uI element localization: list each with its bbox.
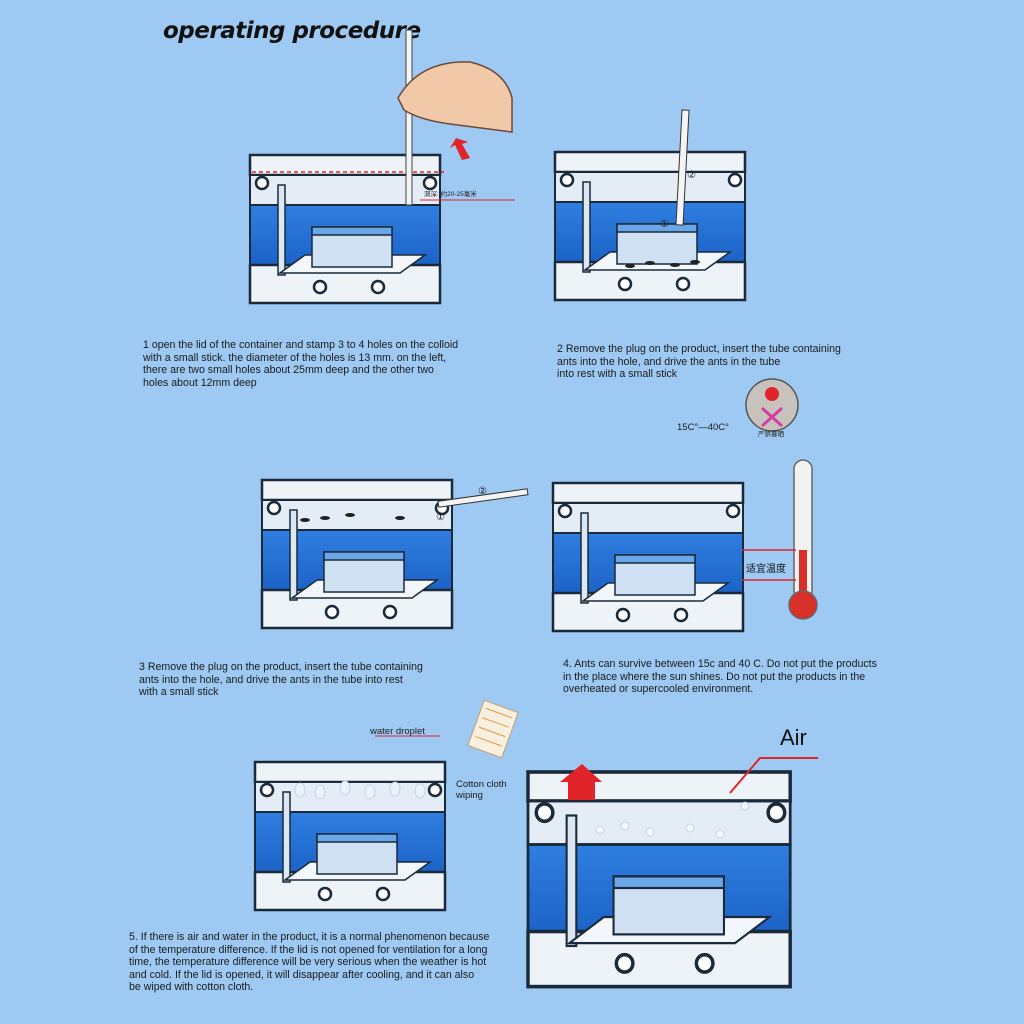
thermometer-icon bbox=[788, 459, 818, 620]
step4-tank bbox=[551, 481, 745, 633]
step3-tank bbox=[260, 478, 454, 630]
depth-note-label: 洞深: 约20-25毫米 bbox=[424, 191, 477, 198]
up-arrow-icon bbox=[450, 138, 470, 160]
step-1-text: 1 open the lid of the container and stam… bbox=[143, 339, 459, 389]
air-bubbles bbox=[595, 801, 750, 839]
marker-2-step2: ② bbox=[687, 170, 696, 181]
page-title: operating procedure bbox=[163, 18, 421, 44]
ants-3 bbox=[300, 513, 405, 522]
temp-range-label: 15C°—40C° bbox=[677, 422, 729, 433]
water-droplet-label: water droplet bbox=[370, 726, 425, 737]
step2-tank bbox=[553, 150, 747, 302]
ant-tube bbox=[675, 109, 690, 226]
droplets bbox=[294, 780, 426, 800]
ants bbox=[625, 260, 700, 268]
step5a-tank bbox=[253, 760, 447, 912]
step-4-text: 4. Ants can survive between 15c and 40 C… bbox=[563, 658, 877, 695]
step-2-text: 2 Remove the plug on the product, insert… bbox=[557, 343, 841, 380]
suitable-temp-label: 适宜温度 bbox=[746, 564, 786, 575]
air-label: Air bbox=[780, 725, 807, 750]
marker-1-step3: ① bbox=[436, 512, 445, 523]
step-5-text: 5. If there is air and water in the prod… bbox=[129, 931, 490, 993]
step5b-tank bbox=[526, 770, 793, 989]
stick bbox=[405, 29, 413, 206]
cotton-cloth-label: Cotton cloth wiping bbox=[456, 779, 507, 801]
side-tube bbox=[437, 488, 529, 508]
marker-1-step2: ① bbox=[660, 219, 669, 230]
cotton-cloth-icon bbox=[467, 699, 519, 759]
no-sun-label: 严禁暴晒 bbox=[758, 431, 784, 438]
no-sun-icon bbox=[745, 378, 799, 432]
air-arrow-icon bbox=[560, 764, 602, 800]
marker-2-step3: ② bbox=[478, 486, 487, 497]
hand-icon bbox=[397, 61, 513, 133]
step-3-text: 3 Remove the plug on the product, insert… bbox=[139, 661, 423, 698]
